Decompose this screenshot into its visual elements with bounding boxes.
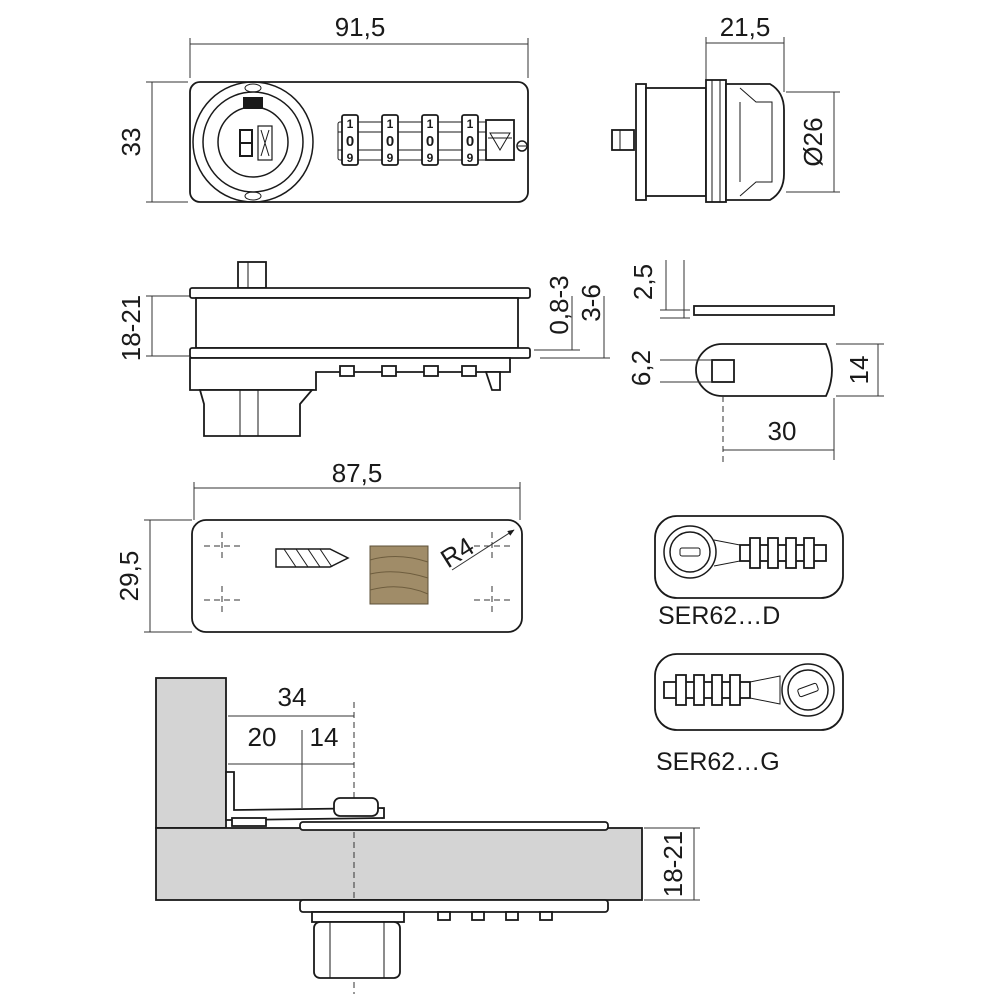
dim-front-width: 91,5 bbox=[335, 12, 386, 42]
dim-install-right: 14 bbox=[310, 722, 339, 752]
dim-cam-thickness: 2,5 bbox=[628, 264, 658, 300]
reset-arrow-icon bbox=[485, 119, 515, 161]
dial-2-top: 1 bbox=[387, 117, 394, 131]
combination-dial-3: 1 0 9 bbox=[421, 114, 439, 166]
dial-2-center: 0 bbox=[386, 133, 394, 150]
dim-cam-hole: 6,2 bbox=[626, 350, 656, 386]
dim-cam-height: 14 bbox=[844, 356, 874, 385]
dial-4-top: 1 bbox=[467, 117, 474, 131]
side-body bbox=[645, 87, 707, 197]
variant-right-label: SER62…D bbox=[658, 602, 780, 630]
side-view: 21,5 Ø26 bbox=[611, 12, 840, 203]
dim-side-width: 21,5 bbox=[720, 12, 771, 42]
dial-3-center: 0 bbox=[426, 133, 434, 150]
combination-dial-1: 1 0 9 bbox=[341, 114, 359, 166]
top-knob bbox=[198, 389, 314, 437]
dial-4-bottom: 9 bbox=[467, 151, 474, 165]
top-rim bbox=[189, 287, 531, 299]
install-knob bbox=[313, 921, 401, 979]
dim-top-height: 18-21 bbox=[116, 295, 146, 362]
variant-left-label: SER62…G bbox=[656, 748, 780, 776]
combination-dial-2: 1 0 9 bbox=[381, 114, 399, 166]
top-spindle bbox=[237, 261, 267, 289]
dim-top-range: 3-6 bbox=[576, 284, 606, 322]
lock-housing bbox=[189, 81, 529, 203]
cam-plate bbox=[695, 343, 833, 397]
dim-cutout-width: 87,5 bbox=[332, 458, 383, 488]
top-view: 18-21 0,8-3 3-6 bbox=[116, 261, 610, 437]
top-body bbox=[195, 297, 519, 349]
front-view: 91,5 33 1 0 9 bbox=[116, 12, 529, 203]
dim-front-height: 33 bbox=[116, 128, 146, 157]
cylinder-outer bbox=[192, 81, 314, 203]
side-spindle bbox=[611, 129, 635, 151]
cylinder-notch-icon bbox=[243, 97, 263, 109]
dial-1-center: 0 bbox=[346, 133, 354, 150]
side-plate bbox=[635, 83, 647, 201]
dim-install-board: 18-21 bbox=[658, 831, 688, 898]
cutout-outline bbox=[191, 519, 523, 633]
drill-bit-icon bbox=[275, 548, 350, 568]
wood-block-icon bbox=[369, 545, 429, 605]
dial-1-top: 1 bbox=[347, 117, 354, 131]
installation-view: 34 20 14 18-21 bbox=[155, 677, 700, 994]
variant-left: SER62…G bbox=[654, 653, 844, 776]
dim-top-thickness: 0,8-3 bbox=[544, 275, 574, 334]
combination-dial-4: 1 0 9 bbox=[461, 114, 479, 166]
dim-install-left: 20 bbox=[248, 722, 277, 752]
cam-hole bbox=[711, 359, 735, 383]
dim-cutout-height: 29,5 bbox=[114, 551, 144, 602]
brand-logo-icon bbox=[239, 125, 273, 161]
dim-side-diameter: Ø26 bbox=[798, 117, 828, 166]
cam-detail: 2,5 6,2 14 30 bbox=[626, 260, 884, 462]
shelf-board bbox=[155, 827, 643, 901]
dial-3-top: 1 bbox=[427, 117, 434, 131]
cutout-template: 87,5 29,5 R4 bbox=[114, 458, 523, 633]
dial-1-bottom: 9 bbox=[347, 151, 354, 165]
variant-right: SER62…D bbox=[654, 515, 844, 630]
cam-plate-side bbox=[693, 305, 835, 316]
side-panel bbox=[155, 677, 227, 829]
dial-3-bottom: 9 bbox=[427, 151, 434, 165]
dial-2-bottom: 9 bbox=[387, 151, 394, 165]
dim-install-total: 34 bbox=[278, 682, 307, 712]
strike-screw bbox=[333, 797, 379, 817]
dial-4-center: 0 bbox=[466, 133, 474, 150]
screw-icon bbox=[516, 140, 528, 152]
dim-cam-length: 30 bbox=[768, 416, 797, 446]
